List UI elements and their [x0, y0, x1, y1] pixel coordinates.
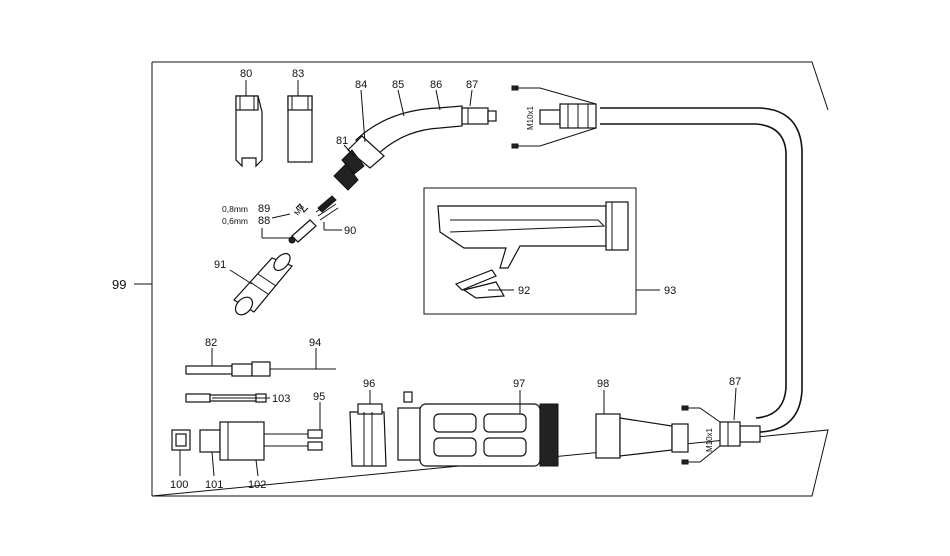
part-98-cable-sleeve — [595, 413, 689, 459]
callout-88: 88 — [258, 215, 270, 227]
callout-86: 86 — [430, 79, 442, 91]
callout-102: 102 — [248, 479, 266, 491]
part-90-spring — [315, 195, 339, 221]
callout-83: 83 — [292, 68, 304, 80]
callout-99: 99 — [112, 277, 126, 292]
part-92-trigger — [454, 269, 505, 299]
callout-89: 89 — [258, 203, 270, 215]
callout-84: 84 — [355, 79, 367, 91]
callout-87-top: 87 — [466, 79, 478, 91]
callout-100: 100 — [170, 479, 188, 491]
callout-80: 80 — [240, 68, 252, 80]
callout-103: 103 — [272, 393, 290, 405]
callout-92: 92 — [518, 285, 530, 297]
thread-label-top: M10x1 — [526, 105, 535, 130]
cable-assembly — [511, 85, 803, 465]
callout-93: 93 — [664, 285, 676, 297]
part-97-handle — [397, 391, 559, 467]
part-91-gas-nozzle — [233, 252, 293, 316]
callout-96: 96 — [363, 378, 375, 390]
callout-87-bottom: 87 — [729, 376, 741, 388]
part-83-nozzle — [287, 95, 313, 163]
thread-label-m6: M6 — [292, 202, 306, 217]
callout-81: 81 — [336, 135, 348, 147]
part-80-nozzle — [235, 95, 263, 168]
callout-94: 94 — [309, 337, 321, 349]
callout-91: 91 — [214, 259, 226, 271]
callout-85: 85 — [392, 79, 404, 91]
part-96-union-nut — [349, 403, 387, 467]
part-85-swan-neck — [355, 105, 497, 161]
part-100-nut — [171, 429, 191, 451]
callout-82: 82 — [205, 337, 217, 349]
part-82-94-liner — [185, 361, 336, 377]
size-label-0-6mm: 0,6mm — [222, 216, 248, 226]
size-label-0-8mm: 0,8mm — [222, 204, 248, 214]
callout-90: 90 — [344, 225, 356, 237]
thread-label-bottom: M10x1 — [705, 427, 714, 452]
part-101-102-connector — [199, 421, 323, 461]
callout-101: 101 — [205, 479, 223, 491]
leader-lines — [134, 80, 737, 477]
part-84-insulator — [333, 135, 385, 191]
part-93-handle-box — [423, 187, 637, 315]
callout-98: 98 — [597, 378, 609, 390]
callout-97: 97 — [513, 378, 525, 390]
callout-95: 95 — [313, 391, 325, 403]
